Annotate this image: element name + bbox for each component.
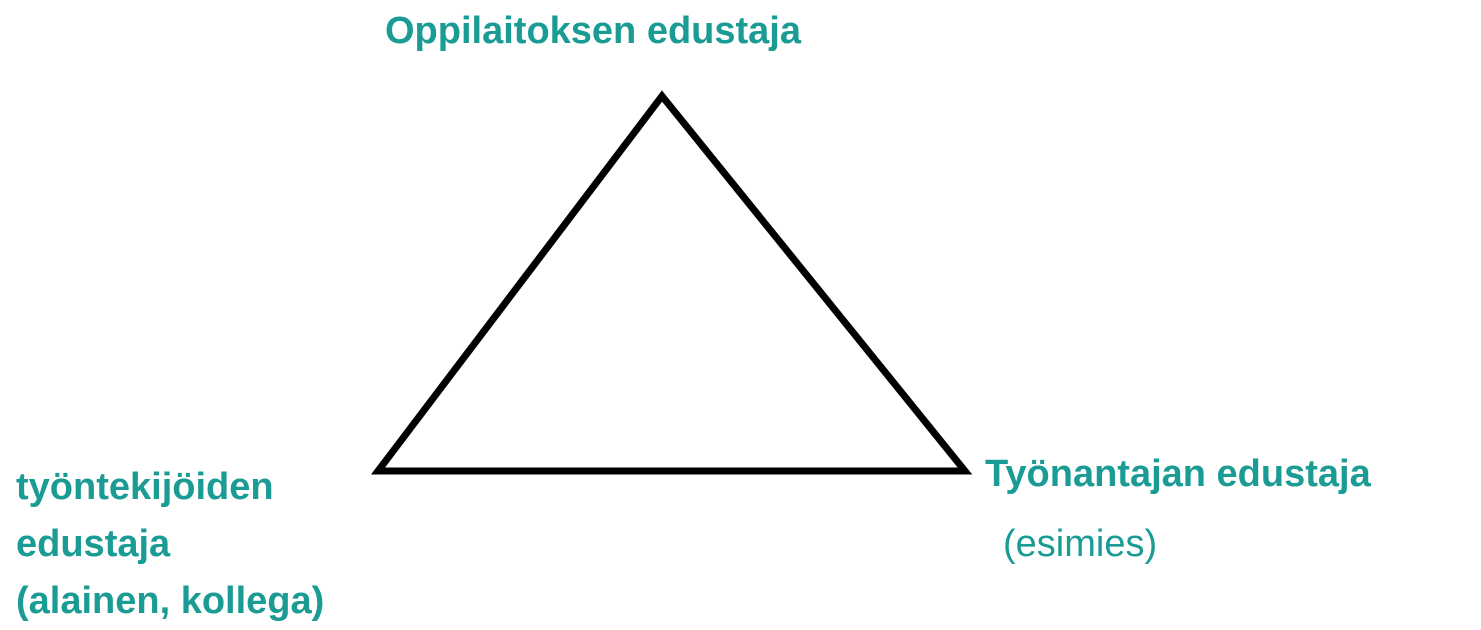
right-node-label: Työnantajan edustaja [985, 453, 1371, 495]
left-node-label: työntekijöiden edustaja (alainen, kolleg… [16, 459, 436, 630]
left-node-line2: edustaja [16, 523, 171, 565]
left-node-line1: työntekijöiden [16, 466, 274, 508]
right-node-sublabel: (esimies) [1003, 523, 1158, 565]
left-node-line3: (alainen, kollega) [16, 580, 325, 622]
top-node-label: Oppilaitoksen edustaja [385, 10, 801, 52]
triangle-outline [370, 90, 973, 475]
